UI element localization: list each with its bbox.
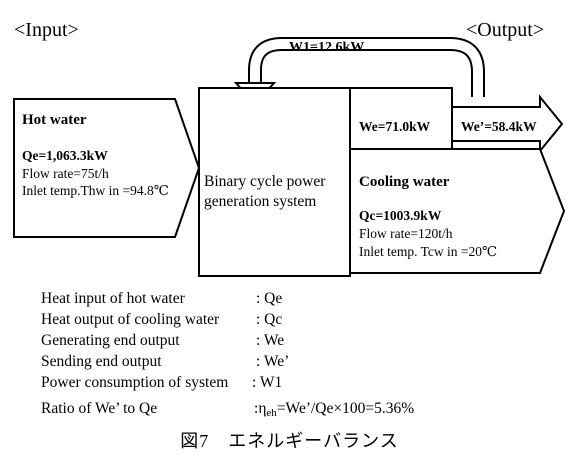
we-prime-label: We’=58.4kW xyxy=(461,119,537,134)
cooling-water-arrow xyxy=(349,148,566,274)
ratio-label: Ratio of We’ to Qe xyxy=(41,400,158,417)
input-header: <Input> xyxy=(14,19,79,41)
legend-label: Heat output of cooling water xyxy=(41,311,220,328)
hot-water-qe: Qe=1,063.3kW xyxy=(22,148,108,163)
hot-water-title: Hot water xyxy=(22,112,87,128)
hot-water-inlet: Inlet temp.Thw in =94.8℃ xyxy=(22,183,169,198)
legend-value: : Qc xyxy=(256,311,283,328)
cooling-water-flow: Flow rate=120t/h xyxy=(359,226,453,241)
legend-label: Sending end output xyxy=(41,353,162,370)
legend-value: : Qe xyxy=(256,290,283,307)
cooling-water-inlet: Inlet temp. Tcw in =20℃ xyxy=(359,244,497,259)
ratio-formula-text: =We’/Qe×100=5.36% xyxy=(276,400,415,417)
output-box xyxy=(349,87,453,150)
hot-water-flow: Flow rate=75t/h xyxy=(22,166,109,181)
ratio-eta: η xyxy=(258,400,267,417)
hot-water-arrow xyxy=(13,98,201,238)
figure-caption: 図7 エネルギーバランス xyxy=(180,431,399,451)
legend-label: Generating end output xyxy=(41,332,180,349)
system-label-line2: generation system xyxy=(204,193,316,210)
cooling-water-title: Cooling water xyxy=(359,174,450,190)
cooling-water-qc: Qc=1003.9kW xyxy=(359,208,442,223)
we-label: We=71.0kW xyxy=(359,119,431,134)
legend-label: Power consumption of system xyxy=(41,374,229,391)
ratio-eta-subscript: eh xyxy=(266,407,277,419)
ratio-formula: :ηeh=We’/Qe×100=5.36% xyxy=(254,401,414,419)
system-label-line1: Binary cycle power xyxy=(204,173,326,190)
output-header: <Output> xyxy=(466,19,544,41)
legend-value: : We xyxy=(256,332,285,349)
legend-value: : We’ xyxy=(256,353,290,370)
legend-label: Heat input of hot water xyxy=(41,290,185,307)
we-prime-arrow xyxy=(451,94,564,154)
w1-label: W1=12.6kW xyxy=(289,40,364,55)
legend-value: : W1 xyxy=(252,374,283,391)
ratio-prefix: : xyxy=(254,400,259,417)
